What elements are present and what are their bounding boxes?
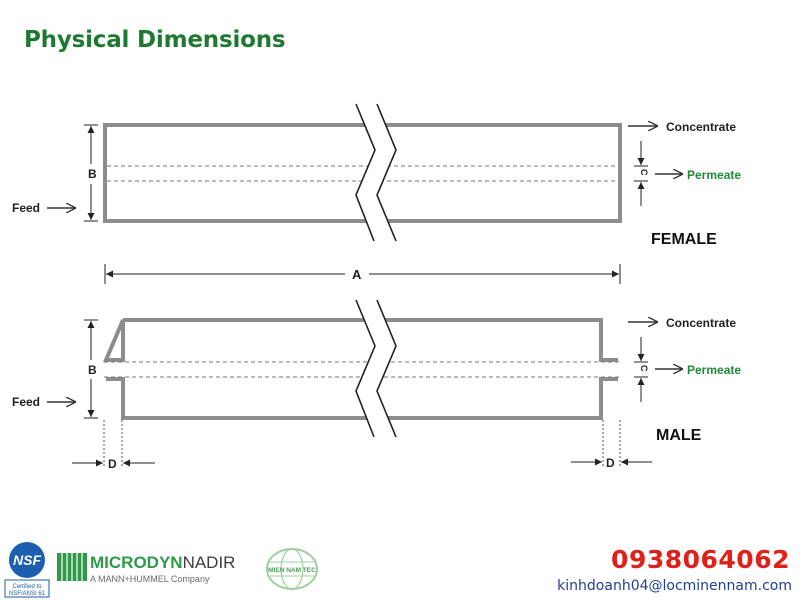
- nsf-cert-line2: NSF/ANSI 61: [9, 591, 46, 597]
- nsf-certification-logo: NSF Certified to NSF/ANSI 61: [4, 542, 50, 598]
- female-tube: [103, 123, 622, 223]
- male-dim-b-label: B: [88, 363, 97, 377]
- dim-a-label: A: [352, 267, 362, 282]
- microdyn-tagline: A MANN+HUMMEL Company: [90, 574, 210, 584]
- female-element: B Feed Concentrate C Permeate FEMALE: [12, 103, 741, 248]
- male-concentrate-label: Concentrate: [666, 316, 736, 330]
- female-label: FEMALE: [651, 231, 717, 248]
- mien-nam-tec-text: MIEN NAM TEC: [268, 567, 316, 574]
- nsf-logo-mark: NSF: [13, 552, 41, 568]
- male-element: B Feed Concentrate C Permeate MALE D D: [12, 299, 741, 471]
- contact-phone: 0938064062: [611, 545, 790, 574]
- male-tube: [102, 318, 618, 420]
- male-feed-label: Feed: [12, 395, 40, 409]
- contact-email[interactable]: kinhdoanh04@locminennam.com: [557, 578, 792, 594]
- page-title: Physical Dimensions: [24, 27, 286, 53]
- mien-nam-tec-logo: MIEN NAM TEC: [266, 548, 318, 590]
- male-break-gap: [356, 300, 396, 437]
- male-label: MALE: [656, 427, 702, 444]
- male-permeate-label: Permeate: [687, 363, 741, 377]
- female-feed-label: Feed: [12, 201, 40, 215]
- male-break-line-left: [355, 299, 376, 438]
- male-dim-d-left-label: D: [108, 457, 117, 471]
- nsf-cert-line1: Certified to: [12, 584, 42, 590]
- microdyn-brand-name: MICRODYNNADIR: [90, 553, 235, 572]
- male-dim-c-label: C: [639, 365, 649, 372]
- female-concentrate-label: Concentrate: [666, 120, 736, 134]
- microdyn-name-part2: NADIR: [183, 553, 236, 572]
- female-dim-c-label: C: [639, 169, 649, 176]
- microdyn-name-part1: MICRODYN: [90, 553, 183, 572]
- male-break-line-right: [376, 299, 397, 438]
- female-break-gap: [356, 104, 396, 241]
- membrane-dimensions-diagram: B Feed Concentrate C Permeate FEMALE A: [12, 103, 741, 471]
- female-permeate-label: Permeate: [687, 168, 741, 182]
- female-break-line-left: [355, 103, 376, 242]
- female-break-line-right: [376, 103, 397, 242]
- female-dim-b-label: B: [88, 167, 97, 181]
- microdyn-grid-icon: [57, 553, 87, 581]
- dimension-a: A: [104, 264, 621, 284]
- microdyn-nadir-logo: MICRODYNNADIR A MANN+HUMMEL Company: [57, 553, 235, 584]
- male-dim-d-right-label: D: [606, 456, 615, 470]
